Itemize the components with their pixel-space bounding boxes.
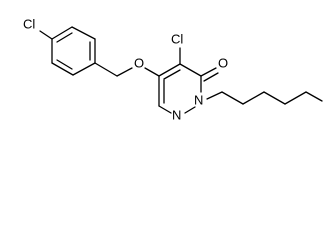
molecule-structure-diagram: Cl O Cl O N N xyxy=(23,17,323,123)
bond xyxy=(51,62,74,76)
bond xyxy=(284,91,307,105)
hexyl-chain xyxy=(206,91,323,105)
atom-cl-aryl: Cl xyxy=(23,17,35,32)
bond xyxy=(51,26,73,40)
atom-oxygen-carbonyl: O xyxy=(218,56,228,71)
bond xyxy=(263,91,286,105)
bond-carbonyl xyxy=(200,67,217,77)
bond-o-c5 xyxy=(144,67,160,77)
bond xyxy=(305,91,323,102)
bond xyxy=(158,105,172,114)
chlorophenyl-ring xyxy=(51,26,96,76)
double-bond-inner xyxy=(56,59,73,70)
bond xyxy=(158,63,181,77)
bond xyxy=(71,26,96,40)
bond xyxy=(242,91,265,105)
bond xyxy=(163,69,181,80)
bond xyxy=(179,63,202,77)
bond-aryl-ch2 xyxy=(94,62,118,77)
atom-oxygen-ether: O xyxy=(134,56,144,71)
double-bond-inner xyxy=(56,32,73,43)
pyridazinone-ring xyxy=(158,63,202,114)
bond-ch2-o xyxy=(116,67,133,77)
bond xyxy=(221,91,244,105)
bond-carbonyl xyxy=(203,72,219,82)
bond xyxy=(72,62,96,76)
bond xyxy=(206,91,223,100)
bond xyxy=(184,106,196,114)
bond-c-cl-aryl xyxy=(39,30,53,40)
atom-nitrogen-n1: N xyxy=(194,93,203,108)
atom-nitrogen-n2: N xyxy=(172,108,181,123)
atom-cl-ring: Cl xyxy=(171,32,183,47)
